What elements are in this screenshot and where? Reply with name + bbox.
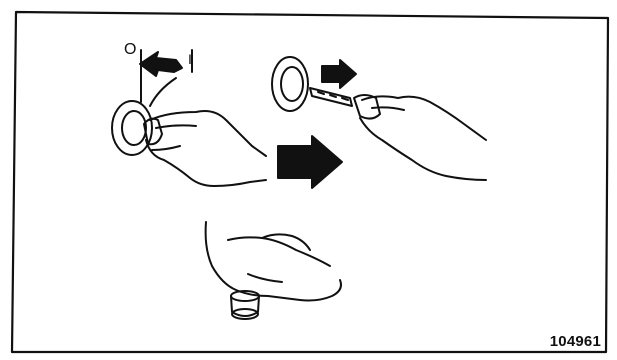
next-step-arrow-icon: [278, 136, 342, 188]
key-blade: [310, 88, 352, 106]
hand-pressing-button: [206, 222, 341, 301]
figure-number: 104961: [550, 333, 601, 350]
turn-arrow-icon: [140, 52, 182, 76]
ignition-position-off-label: O: [124, 41, 136, 58]
step-press-button: [206, 222, 341, 319]
ignition-lock-inner: [122, 111, 146, 145]
hand-turning-key: [146, 111, 266, 186]
step-turn-key-off: [112, 50, 266, 186]
ignition-lock-inner-2: [281, 67, 303, 101]
ignition-position-on-label: I: [188, 51, 192, 67]
pull-arrow-icon: [322, 60, 356, 88]
